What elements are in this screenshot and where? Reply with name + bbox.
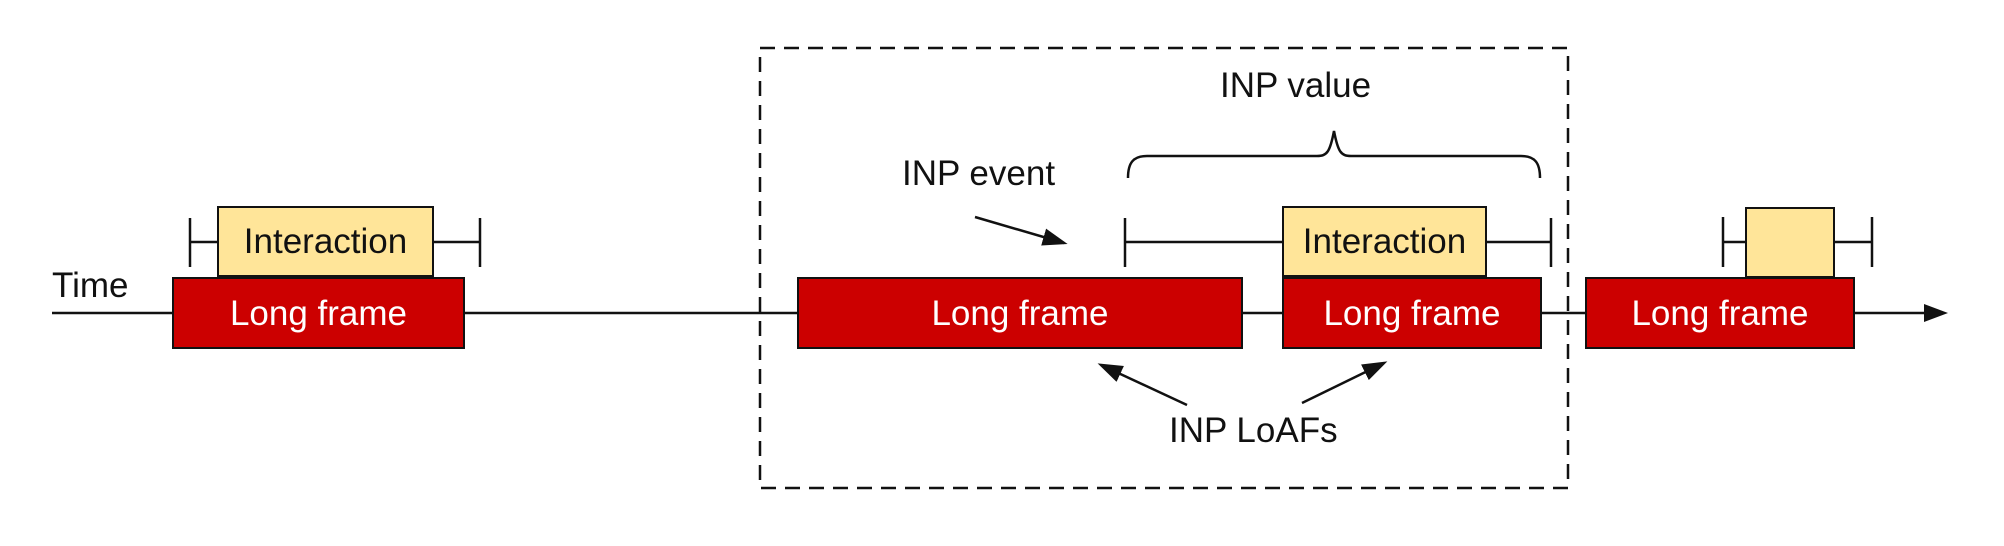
interaction-box-3-unlabeled <box>1745 207 1835 278</box>
long-frame-box-4: Long frame <box>1585 277 1855 349</box>
inp-value-brace <box>1126 130 1542 179</box>
inp-loafs-label: INP LoAFs <box>1169 411 1338 450</box>
inp-event-arrow <box>974 215 1068 246</box>
interaction-box-2: Interaction <box>1282 206 1487 277</box>
inp-loafs-arrow-right <box>1301 361 1388 405</box>
long-frame-box-2: Long frame <box>797 277 1243 349</box>
inp-loafs-arrow-left <box>1097 363 1188 407</box>
inp-event-label: INP event <box>902 154 1056 193</box>
long-frame-box-3: Long frame <box>1282 277 1542 349</box>
time-axis-label: Time <box>52 266 129 305</box>
inp-value-label: INP value <box>1220 66 1372 105</box>
long-frame-box-1: Long frame <box>172 277 465 349</box>
interaction-box-1: Interaction <box>217 206 434 277</box>
timeline-arrowhead-icon <box>1924 304 1948 322</box>
